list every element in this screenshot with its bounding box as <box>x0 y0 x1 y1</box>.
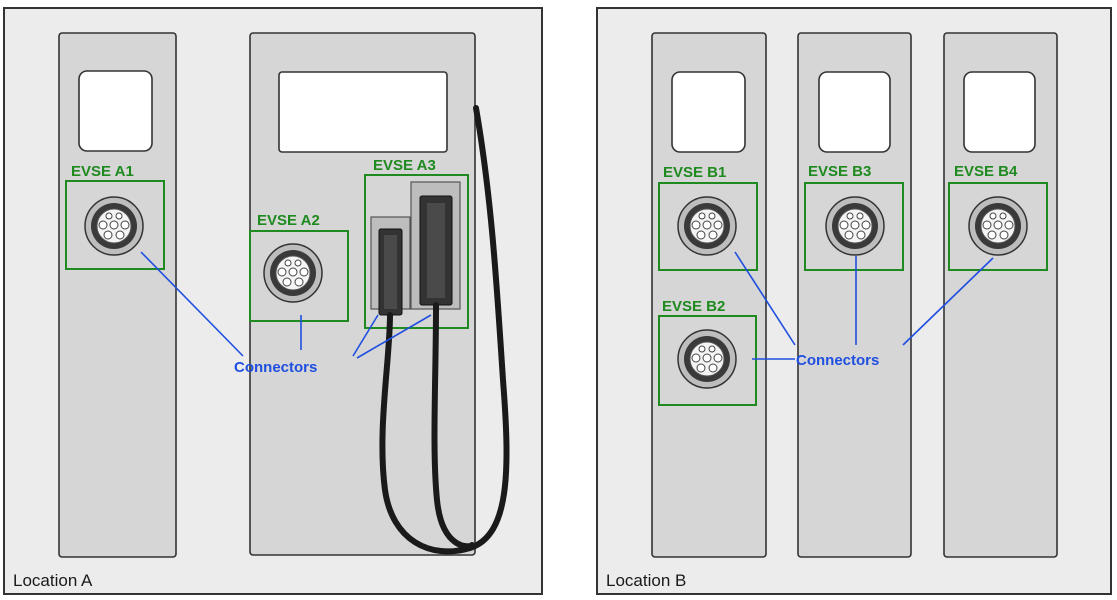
evse-b4-label: EVSE B4 <box>954 163 1018 180</box>
location-b: Location B EVSE B1 EVSE B2 EVSE B3 EVSE … <box>596 7 1112 595</box>
connectors-label-b: Connectors <box>796 352 879 369</box>
location-a-label: Location A <box>13 571 93 590</box>
pillar-b4 <box>943 32 1058 558</box>
display-screen-a2 <box>278 71 448 153</box>
evse-b2-label: EVSE B2 <box>662 298 725 315</box>
connector-b3-icon <box>825 196 885 256</box>
connector-b4-icon <box>968 196 1028 256</box>
cable-a3-small <box>379 105 510 555</box>
connector-b2-icon <box>677 329 737 389</box>
evse-b4-box <box>948 182 1048 271</box>
lead-b4 <box>902 257 994 346</box>
evse-a1-box <box>65 180 165 270</box>
evse-a2-box <box>249 230 349 322</box>
plug-a3-large-detail <box>427 203 445 298</box>
evse-b2-box <box>658 315 757 406</box>
display-screen-b1 <box>671 71 746 153</box>
connector-a1-icon <box>84 196 144 256</box>
lead-b1 <box>734 251 796 346</box>
evse-a3-box <box>364 174 469 329</box>
evse-b1-label: EVSE B1 <box>663 164 726 181</box>
evse-a1-label: EVSE A1 <box>71 163 134 180</box>
evse-b3-box <box>804 182 904 271</box>
display-screen-a1 <box>78 70 153 152</box>
pillar-a1 <box>58 32 177 558</box>
display-screen-b3 <box>818 71 891 153</box>
lead-a3-small <box>352 314 379 357</box>
connector-a2-icon <box>263 243 323 303</box>
lead-a3-large <box>356 314 432 359</box>
evse-b3-label: EVSE B3 <box>808 163 871 180</box>
evse-a2-label: EVSE A2 <box>257 212 320 229</box>
connectors-label-a: Connectors <box>234 359 317 376</box>
evse-b1-box <box>658 182 758 271</box>
cable-a3-large <box>431 302 475 550</box>
location-b-label: Location B <box>606 571 686 590</box>
pillar-b1-b2 <box>651 32 767 558</box>
pillar-b3 <box>797 32 912 558</box>
location-a: Location A EVSE A1 EVSE A2 EVSE A3 Conne… <box>3 7 543 595</box>
plug-a3-small-detail <box>384 235 397 309</box>
display-screen-b4 <box>963 71 1036 153</box>
connector-b1-icon <box>677 196 737 256</box>
lead-a1 <box>140 251 244 357</box>
evse-a3-label: EVSE A3 <box>373 157 436 174</box>
